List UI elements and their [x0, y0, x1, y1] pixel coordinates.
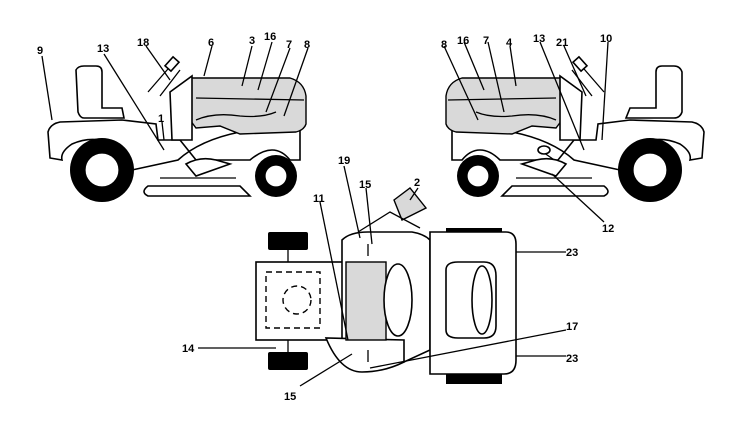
- callout-2: 2: [414, 177, 420, 189]
- callout-18-left: 18: [137, 37, 149, 49]
- callout-1: 1: [158, 113, 164, 125]
- callout-14: 14: [182, 343, 195, 355]
- callout-21: 21: [556, 37, 568, 49]
- callout-6: 6: [208, 37, 214, 49]
- callout-9: 9: [37, 45, 43, 57]
- callout-13-left: 13: [97, 43, 109, 55]
- callout-labels: 9 13 18 6 3 16 7 8 1 8 16 7 4 13 21 10 1…: [37, 31, 614, 403]
- callout-10: 10: [600, 33, 612, 45]
- callout-16-right: 16: [457, 35, 469, 47]
- callout-16-left: 16: [264, 31, 276, 43]
- callout-23-top: 23: [566, 247, 578, 259]
- callout-23-bottom: 23: [566, 353, 578, 365]
- callout-7-left: 7: [286, 39, 292, 51]
- callout-19: 19: [338, 155, 350, 167]
- right-side-view-tractor: [445, 55, 705, 202]
- callout-8-right: 8: [441, 39, 447, 51]
- leader-lines: [41, 41, 609, 387]
- callout-15-bottom: 15: [284, 391, 296, 403]
- callout-4: 4: [506, 37, 513, 49]
- callout-3: 3: [249, 35, 255, 47]
- callout-8-left: 8: [304, 39, 310, 51]
- callout-12: 12: [602, 223, 614, 235]
- callout-11: 11: [313, 193, 325, 205]
- callout-15-top: 15: [359, 179, 371, 191]
- left-side-view-tractor: [47, 55, 307, 202]
- top-view-tractor: [255, 187, 517, 384]
- callout-7-right: 7: [483, 35, 489, 47]
- callout-17: 17: [566, 321, 578, 333]
- callout-13-right: 13: [533, 33, 545, 45]
